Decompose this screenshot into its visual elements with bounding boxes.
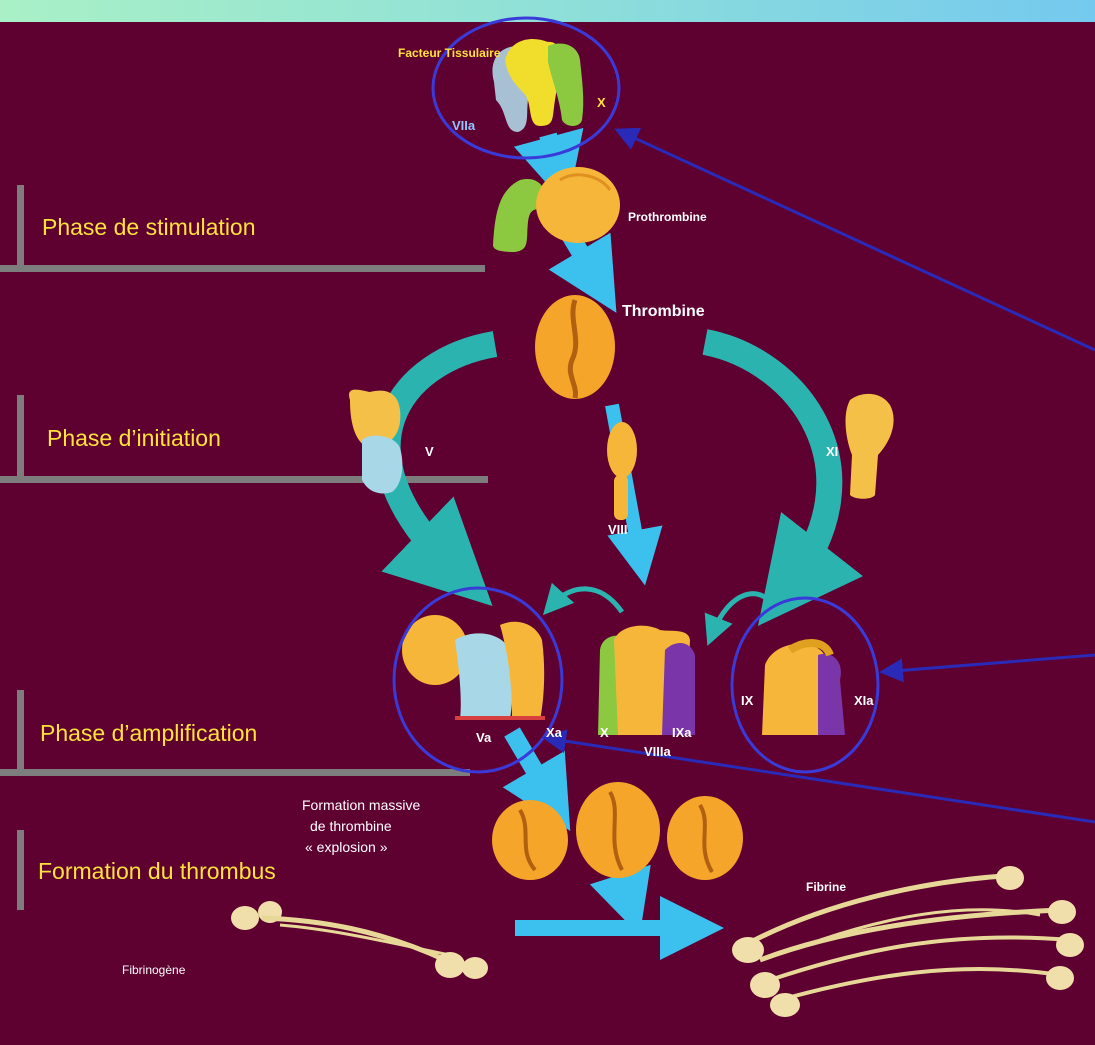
- phase-amplification-label: Phase d’amplification: [40, 720, 257, 747]
- x-top-label: X: [597, 95, 606, 110]
- teal-arrows: [388, 342, 830, 632]
- viii-label: VIII: [608, 522, 628, 537]
- formation-massive-line1: Formation massive: [302, 797, 420, 813]
- protein-fibrinogene: [231, 901, 488, 979]
- phase-thrombus-label: Formation du thrombus: [38, 858, 276, 885]
- formation-massive-line3: « explosion »: [305, 839, 388, 855]
- protein-x-viiia-ixa: [598, 626, 695, 735]
- ixa-label: IXa: [672, 725, 692, 740]
- x-mid-label: X: [600, 725, 609, 740]
- formation-massive-line2: de thrombine: [310, 818, 392, 834]
- protein-va-xa: [402, 615, 545, 720]
- viiia-label: VIIIa: [644, 744, 671, 759]
- xa-label: Xa: [546, 725, 562, 740]
- protein-ix-xia: [762, 643, 845, 735]
- phase-stimulation-label: Phase de stimulation: [42, 214, 256, 241]
- protein-tf-viia-x: [492, 39, 583, 132]
- teal-arrow-right: [705, 342, 829, 585]
- teal-arrow-left: [388, 344, 495, 570]
- thrombine-label: Thrombine: [622, 303, 705, 321]
- pointer-line-mid: [882, 655, 1095, 672]
- facteur-tissulaire-label: Facteur Tissulaire: [398, 46, 501, 60]
- xia-label: XIa: [854, 693, 874, 708]
- teal-small-arrow-1: [553, 589, 622, 612]
- phase-initiation-label: Phase d’initiation: [47, 425, 221, 452]
- protein-thrombine: [535, 295, 615, 399]
- xi-label: XI: [826, 444, 838, 459]
- viia-label: VIIa: [452, 118, 475, 133]
- protein-fibrine-mesh: [732, 866, 1084, 1017]
- blue-arrow-thrombine-down: [622, 880, 630, 905]
- protein-thrombine-cluster: [492, 782, 743, 880]
- protein-xi: [846, 394, 894, 499]
- ix-label: IX: [741, 693, 753, 708]
- v-label: V: [425, 444, 434, 459]
- fibrine-label: Fibrine: [806, 880, 846, 894]
- fibrinogene-label: Fibrinogène: [122, 963, 185, 977]
- blue-arrow-explosion: [512, 732, 552, 800]
- va-label: Va: [476, 730, 491, 745]
- protein-prothrombine: [493, 167, 620, 252]
- prothrombine-label: Prothrombine: [628, 210, 707, 224]
